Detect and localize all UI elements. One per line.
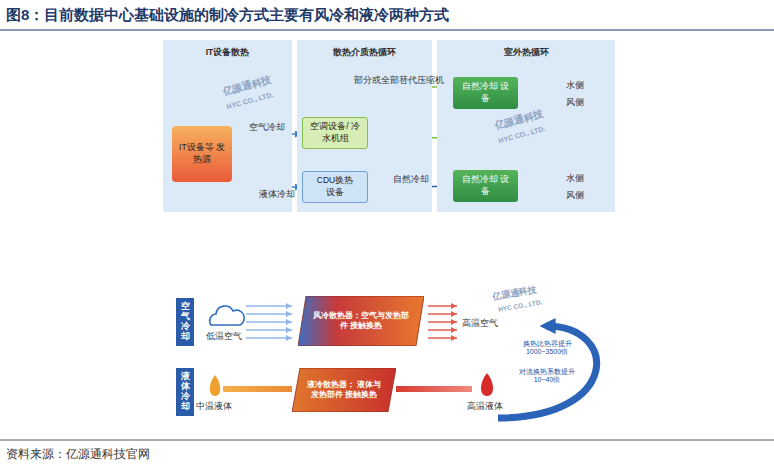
caption-rule	[0, 440, 774, 441]
air-cooling-illustration	[246, 305, 292, 307]
vertical-tag: 液体冷却	[176, 368, 194, 416]
side-label: 中温液体	[196, 401, 232, 411]
node-text: 液冷散热器： 液体与发热部件 接触换热	[304, 380, 384, 400]
cold-plate: 液冷散热器： 液体与发热部件 接触换热	[292, 368, 396, 412]
node-text: 风冷散热器：空气与发热部件 接触换热	[310, 311, 412, 331]
air-cooling-illustration	[428, 305, 457, 307]
side-label: 水侧	[566, 80, 584, 90]
air-cooling-illustration	[246, 313, 292, 315]
air-cooling-illustration	[246, 321, 292, 323]
air-cooling-illustration	[428, 329, 457, 331]
side-label: 高温空气	[462, 318, 498, 328]
curved-arrow	[498, 326, 597, 418]
side-label: 水侧	[566, 173, 584, 183]
edge-label: 部分或全部替代压缩机	[354, 75, 444, 85]
stage-panel: 室外热循环自然冷却 设备自然冷却 设备	[437, 40, 615, 212]
chiller-box: 空调设备/ 冷水机组	[302, 117, 368, 149]
cloud-icon	[210, 306, 245, 325]
figure-title: 图8：目前数据中心基础设施的制冷方式主要有风冷和液冷两种方式	[6, 6, 449, 25]
free-cooling-box: 自然冷却 设备	[453, 170, 518, 202]
node-text: 散热介质热循环	[333, 47, 396, 59]
node-text: IT设备等 发热源	[176, 142, 228, 166]
note-text: 换热比热容提升 1000~3500倍	[518, 340, 576, 357]
node-text: 空气冷却	[181, 302, 190, 342]
edge-label: 空气冷却	[249, 122, 285, 132]
air-cooling-illustration	[428, 321, 457, 323]
source-caption: 资料来源：亿源通科技官网	[6, 446, 150, 463]
air-cooling-illustration	[246, 337, 292, 339]
pipe	[223, 386, 292, 392]
node-text: 液体冷却	[181, 372, 190, 412]
node-text: 空调设备/ 冷水机组	[308, 121, 362, 145]
side-label: 低温空气	[206, 331, 242, 341]
side-label: 高温液体	[467, 401, 503, 411]
node-text: IT设备散热	[206, 47, 250, 59]
drop-icon	[481, 373, 493, 396]
pipe	[396, 386, 472, 392]
air-cooling-illustration	[428, 337, 457, 339]
note-text: 对流换热系数提升 10~40倍	[518, 368, 576, 385]
plate-face	[292, 368, 396, 412]
edge-label: 液体冷却	[259, 189, 295, 199]
drop-icon	[210, 375, 221, 396]
title-rule	[0, 30, 774, 31]
air-cooling-illustration	[246, 329, 292, 331]
free-cooling-box: 自然冷却 设备	[453, 77, 518, 109]
side-label: 风侧	[566, 97, 584, 107]
node-text: CDU换热 设备	[313, 175, 357, 199]
stage-panel: 散热介质热循环空调设备/ 冷水机组 CDU换热 设备	[297, 40, 432, 212]
heat-source-box: IT设备等 发热源	[172, 126, 232, 182]
node-text: 室外热循环	[504, 47, 549, 59]
plate-face	[298, 296, 424, 346]
air-heatsink: 风冷散热器：空气与发热部件 接触换热	[298, 296, 424, 346]
side-label: 风侧	[566, 190, 584, 200]
edge-label: 自然冷却	[393, 174, 429, 184]
node-text: 自然冷却 设备	[461, 81, 510, 105]
air-cooling-illustration	[428, 313, 457, 315]
cdu-box: CDU换热 设备	[302, 171, 368, 203]
node-text: 自然冷却 设备	[461, 174, 510, 198]
vertical-tag: 空气冷却	[176, 298, 194, 346]
